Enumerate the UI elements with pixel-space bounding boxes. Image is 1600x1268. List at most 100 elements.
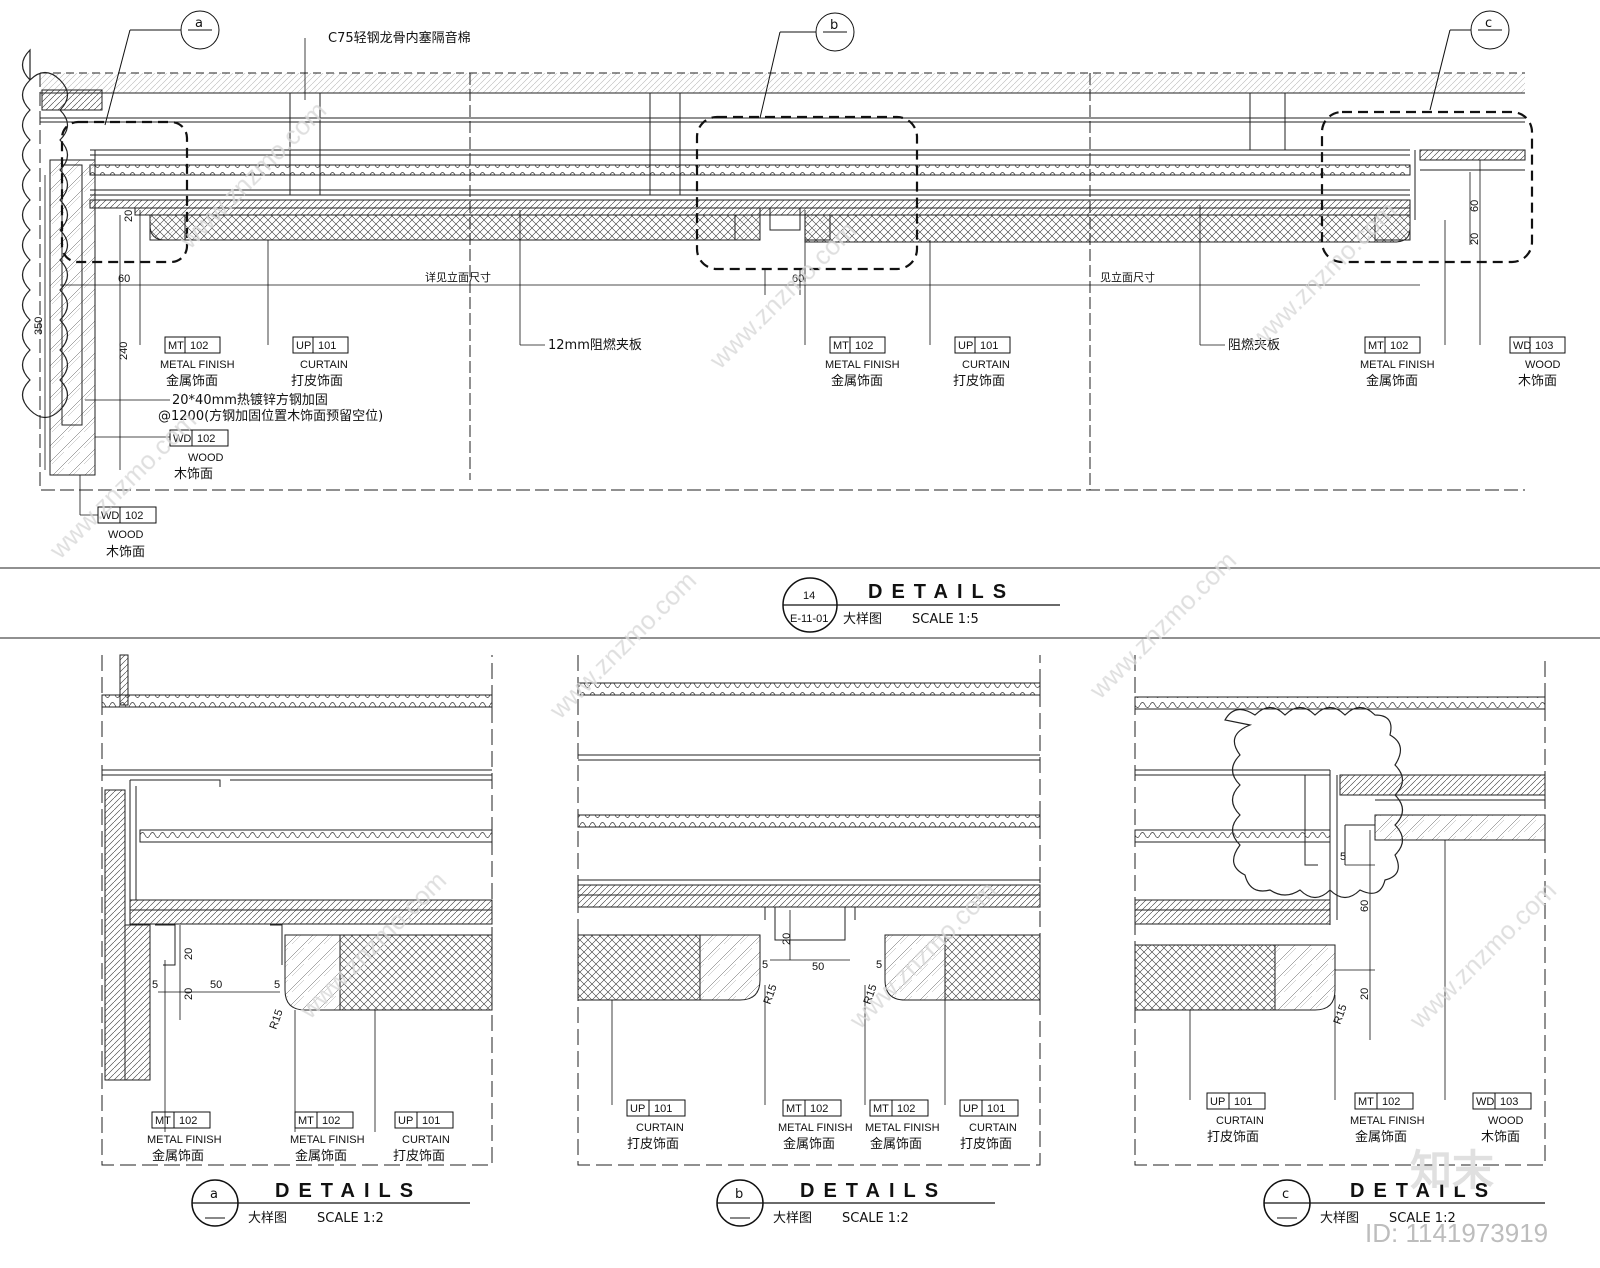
revision-cloud-c	[1224, 706, 1404, 899]
main-title-block: 14 E-11-01 DETAILS 大样图 SCALE 1:5	[782, 577, 1060, 633]
b-dim-5-left: 5	[762, 959, 768, 971]
svg-text:MT: MT	[1368, 340, 1384, 352]
c-dim-60: 60	[1359, 900, 1371, 912]
label-c75: C75轻钢龙骨内塞隔音棉	[328, 30, 471, 46]
svg-text:www.znzmo.com: www.znzmo.com	[1082, 545, 1242, 705]
svg-text:WOOD: WOOD	[1488, 1115, 1523, 1127]
svg-text:E-11-01: E-11-01	[790, 613, 828, 625]
a-dim-20-bottom: 20	[183, 988, 195, 1000]
svg-text:101: 101	[654, 1103, 672, 1115]
svg-text:金属饰面: 金属饰面	[1355, 1129, 1407, 1145]
svg-text:102: 102	[322, 1115, 340, 1127]
callout-b: b	[830, 18, 838, 33]
svg-text:木饰面: 木饰面	[1481, 1130, 1520, 1145]
watermark-id: ID: 1141973919	[1365, 1218, 1548, 1248]
svg-text:DETAILS: DETAILS	[1350, 1180, 1497, 1202]
svg-text:大样图: 大样图	[1320, 1211, 1359, 1226]
svg-text:102: 102	[190, 340, 208, 352]
svg-text:WOOD: WOOD	[188, 452, 223, 464]
svg-text:MT: MT	[786, 1103, 802, 1115]
svg-text:METAL FINISH: METAL FINISH	[825, 359, 900, 371]
c-dim-20: 20	[1359, 988, 1371, 1000]
svg-text:UP: UP	[958, 340, 973, 352]
svg-text:大样图: 大样图	[248, 1211, 287, 1226]
svg-text:打皮饰面: 打皮饰面	[627, 1137, 679, 1152]
svg-text:MT: MT	[298, 1115, 314, 1127]
svg-text:101: 101	[422, 1115, 440, 1127]
b-dim-5-right: 5	[876, 959, 882, 971]
svg-text:102: 102	[855, 340, 873, 352]
svg-text:b: b	[735, 1187, 743, 1202]
svg-text:101: 101	[318, 340, 336, 352]
callout-a: a	[195, 16, 203, 31]
svg-text:大样图: 大样图	[773, 1211, 812, 1226]
svg-text:WOOD: WOOD	[108, 529, 143, 541]
svg-text:SCALE 1:5: SCALE 1:5	[912, 612, 979, 627]
svg-text:102: 102	[1390, 340, 1408, 352]
svg-text:打皮饰面: 打皮饰面	[1207, 1130, 1259, 1145]
detail-c-drawing	[1134, 655, 1546, 1166]
dim-20-left: 20	[123, 210, 135, 222]
tag-wd102-mid: WD 102 WOOD 木饰面	[169, 429, 229, 482]
svg-text:MT: MT	[873, 1103, 889, 1115]
detail-a-drawing	[101, 654, 493, 1166]
detail-a-title: a DETAILS 大样图 SCALE 1:2	[191, 1179, 470, 1227]
svg-text:102: 102	[179, 1115, 197, 1127]
svg-text:大样图: 大样图	[843, 612, 882, 627]
svg-text:打皮饰面: 打皮饰面	[960, 1137, 1012, 1152]
svg-text:打皮饰面: 打皮饰面	[393, 1149, 445, 1164]
svg-text:木饰面: 木饰面	[174, 467, 213, 482]
svg-text:MT: MT	[168, 340, 184, 352]
detail-c-title: c DETAILS 大样图 SCALE 1:2	[1263, 1179, 1545, 1227]
callout-box-a	[60, 120, 189, 264]
svg-text:UP: UP	[1210, 1096, 1225, 1108]
svg-text:CURTAIN: CURTAIN	[1216, 1115, 1264, 1127]
detail-b-title: b DETAILS 大样图 SCALE 1:2	[716, 1179, 995, 1227]
svg-text:木饰面: 木饰面	[106, 545, 145, 560]
svg-text:金属饰面: 金属饰面	[831, 373, 883, 389]
label-board: 阻燃夹板	[1228, 337, 1280, 353]
label-see-elevation-2: 见立面尺寸	[1100, 270, 1155, 284]
svg-text:SCALE 1:2: SCALE 1:2	[1389, 1211, 1456, 1226]
b-dim-50: 50	[812, 961, 824, 973]
svg-text:103: 103	[1500, 1096, 1518, 1108]
svg-text:MT: MT	[1358, 1096, 1374, 1108]
detail-b-drawing	[577, 655, 1041, 1166]
svg-text:金属饰面: 金属饰面	[783, 1136, 835, 1152]
b-dim-20: 20	[781, 933, 793, 945]
svg-text:金属饰面: 金属饰面	[1366, 373, 1418, 389]
svg-text:DETAILS: DETAILS	[868, 581, 1015, 603]
svg-text:102: 102	[897, 1103, 915, 1115]
svg-text:打皮饰面: 打皮饰面	[953, 374, 1005, 389]
svg-text:WD: WD	[173, 433, 191, 445]
svg-text:DETAILS: DETAILS	[275, 1180, 422, 1202]
svg-text:101: 101	[987, 1103, 1005, 1115]
svg-text:METAL FINISH: METAL FINISH	[160, 359, 235, 371]
svg-text:102: 102	[197, 433, 215, 445]
main-section-drawing	[39, 72, 1526, 491]
svg-text:METAL FINISH: METAL FINISH	[778, 1122, 853, 1134]
a-dim-5-left: 5	[152, 979, 158, 991]
svg-text:METAL FINISH: METAL FINISH	[865, 1122, 940, 1134]
dim-20-right: 20	[1469, 233, 1481, 245]
svg-text:WD: WD	[1513, 340, 1531, 352]
label-steel-2: @1200(方钢加固位置木饰面预留空位)	[158, 408, 383, 424]
a-dim-50: 50	[210, 979, 222, 991]
svg-text:www.znzmo.com: www.znzmo.com	[542, 565, 702, 725]
svg-text:102: 102	[810, 1103, 828, 1115]
svg-text:a: a	[210, 1187, 218, 1202]
svg-text:METAL FINISH: METAL FINISH	[1350, 1115, 1425, 1127]
revision-cloud-left	[21, 48, 69, 419]
svg-text:UP: UP	[296, 340, 311, 352]
dim-240: 240	[118, 342, 130, 360]
